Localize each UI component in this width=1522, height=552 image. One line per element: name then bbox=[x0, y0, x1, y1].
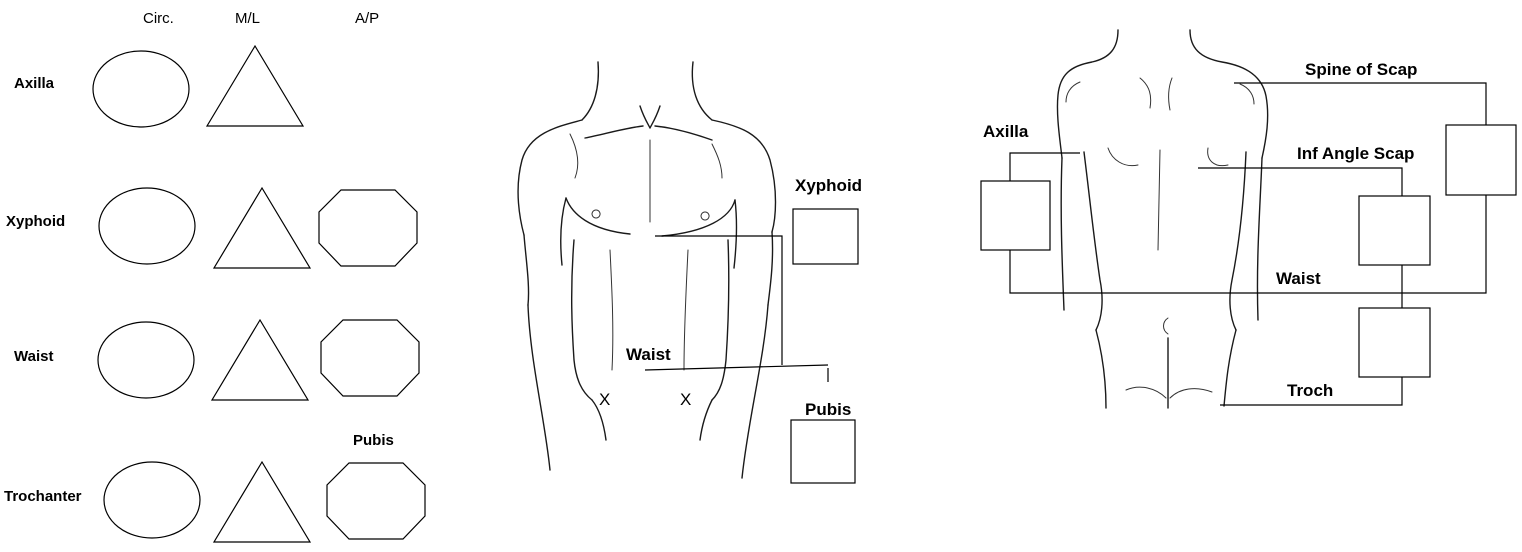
back-glute-right bbox=[1170, 389, 1212, 398]
front-arm-left-inner bbox=[561, 198, 566, 265]
back-scap-right bbox=[1208, 148, 1228, 166]
front-label-pubis: Pubis bbox=[805, 400, 851, 420]
front-deltoid-right bbox=[712, 144, 722, 178]
front-forearm-right bbox=[742, 305, 768, 478]
back-arm-right bbox=[1257, 158, 1262, 320]
front-waist-line bbox=[645, 365, 828, 370]
back-axilla-connector bbox=[1010, 153, 1080, 181]
front-nipple-right bbox=[701, 212, 709, 220]
axilla-circ-ellipse[interactable] bbox=[93, 51, 189, 127]
front-pubis-box[interactable] bbox=[791, 420, 855, 483]
back-trap-left bbox=[1066, 82, 1080, 102]
front-arm-left-outer bbox=[524, 235, 529, 305]
front-hip-right bbox=[700, 400, 712, 440]
xyphoid-ml-triangle[interactable] bbox=[214, 188, 310, 268]
front-flank-right bbox=[712, 240, 729, 400]
front-abs-right bbox=[684, 250, 688, 370]
xyphoid-circ-ellipse[interactable] bbox=[99, 188, 195, 264]
front-flank-left bbox=[572, 240, 592, 400]
grid-shapes bbox=[93, 46, 425, 542]
back-spine-upper-r bbox=[1169, 78, 1172, 110]
front-shoulder-left bbox=[518, 120, 582, 235]
xyphoid-ap-octagon[interactable] bbox=[319, 190, 417, 266]
trochanter-circ-ellipse[interactable] bbox=[104, 462, 200, 538]
back-trap-right bbox=[1240, 84, 1254, 104]
back-label-axilla: Axilla bbox=[983, 122, 1028, 142]
back-sacral-dimple bbox=[1164, 318, 1169, 334]
back-inf-angle-box[interactable] bbox=[1359, 196, 1430, 265]
back-label-spine-of-scap: Spine of Scap bbox=[1305, 60, 1417, 80]
front-clavicle-right bbox=[655, 126, 712, 140]
front-xyphoid-box[interactable] bbox=[793, 209, 858, 264]
front-pec-right bbox=[662, 200, 735, 236]
back-label-waist: Waist bbox=[1276, 269, 1321, 289]
front-label-waist: Waist bbox=[626, 345, 671, 365]
back-waist-connector bbox=[1010, 195, 1486, 293]
back-label-troch: Troch bbox=[1287, 381, 1333, 401]
front-clavicle-left bbox=[585, 126, 643, 138]
front-neck-right bbox=[692, 62, 712, 120]
front-connectors bbox=[645, 209, 858, 483]
trochanter-ap-octagon[interactable] bbox=[327, 463, 425, 539]
trochanter-ml-triangle[interactable] bbox=[214, 462, 310, 542]
back-label-inf-angle-scap: Inf Angle Scap bbox=[1297, 144, 1414, 164]
axilla-ml-triangle[interactable] bbox=[207, 46, 303, 126]
front-pec-left bbox=[566, 198, 630, 234]
back-flank-right bbox=[1230, 152, 1246, 330]
back-hip-right bbox=[1224, 330, 1236, 406]
front-sternal-notch bbox=[640, 106, 660, 128]
back-shoulder-left bbox=[1057, 30, 1118, 158]
back-spine-mid bbox=[1158, 150, 1160, 250]
waist-circ-ellipse[interactable] bbox=[98, 322, 194, 398]
waist-ap-octagon[interactable] bbox=[321, 320, 419, 396]
front-abs-left bbox=[610, 250, 613, 370]
waist-ml-triangle[interactable] bbox=[212, 320, 308, 400]
back-hip-left bbox=[1096, 330, 1106, 408]
front-neck-left bbox=[582, 62, 598, 120]
front-arm-right-inner bbox=[734, 200, 737, 268]
back-inf-angle-connector bbox=[1198, 168, 1402, 196]
front-nipple-left bbox=[592, 210, 600, 218]
back-spine-upper bbox=[1140, 78, 1151, 108]
front-torso-drawing bbox=[518, 62, 775, 478]
back-troch-box[interactable] bbox=[1359, 308, 1430, 377]
back-scap-left bbox=[1108, 148, 1138, 166]
back-flank-left bbox=[1084, 152, 1102, 330]
back-spine-scap-box[interactable] bbox=[1446, 125, 1516, 195]
front-arm-right-outer bbox=[768, 232, 773, 305]
back-axilla-box[interactable] bbox=[981, 181, 1050, 250]
front-asis-mark-right: X bbox=[680, 390, 691, 410]
back-shoulder-right bbox=[1190, 30, 1268, 158]
front-asis-mark-left: X bbox=[599, 390, 610, 410]
back-spine-scap-connector bbox=[1234, 83, 1486, 125]
front-forearm-left bbox=[528, 305, 550, 470]
front-deltoid-left bbox=[570, 134, 578, 178]
front-label-xyphoid: Xyphoid bbox=[795, 176, 862, 196]
back-torso-drawing bbox=[1057, 30, 1267, 408]
back-arm-left bbox=[1061, 158, 1064, 310]
back-glute-left bbox=[1126, 387, 1166, 398]
